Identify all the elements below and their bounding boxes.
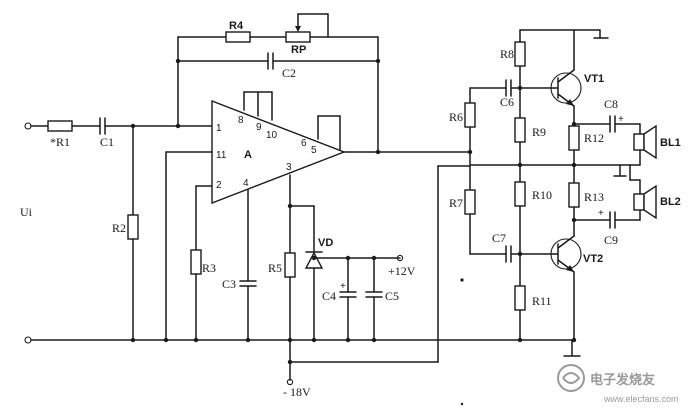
resistor-r3 [190, 249, 202, 275]
capacitor-c1-label: C1 [100, 135, 114, 149]
capacitor-c4-label: C4 [322, 289, 336, 303]
negative-supply-terminal [286, 378, 294, 386]
capacitor-c3-label: C3 [222, 277, 236, 291]
watermark: 电子发烧友 www.elecfans.com [557, 364, 679, 404]
input-terminal-top [24, 122, 32, 130]
resistor-r2 [127, 214, 139, 240]
resistor-r6 [464, 102, 476, 128]
opamp-pin-3: 3 [286, 162, 292, 173]
opamp-pin-11: 11 [216, 150, 227, 161]
transistor-vt1 [550, 72, 582, 104]
input-voltage-label: Ui [20, 205, 33, 219]
resistor-r1 [47, 120, 73, 132]
ground-rail [30, 165, 581, 365]
resistor-r4-label: R4 [229, 20, 244, 32]
power-filter: +12V + C4 C5 [311, 254, 416, 341]
zener-diode-vd-label: VD [318, 237, 333, 249]
resistor-r5 [284, 252, 296, 278]
opamp-pin-4: 4 [243, 178, 249, 189]
resistor-r4 [225, 31, 251, 43]
resistor-r12-label: R12 [584, 131, 604, 145]
resistor-r3-label: R3 [202, 261, 216, 275]
resistor-r7-label: R7 [449, 196, 463, 210]
resistor-r8-label: R8 [500, 47, 514, 61]
output-stage: R6 R7 C6 C7 R8 R9 R10 R11 [449, 29, 681, 343]
opamp-pin-5: 5 [311, 145, 317, 156]
resistor-r11 [514, 285, 526, 311]
resistor-r6-label: R6 [449, 110, 463, 124]
speaker-bl1 [633, 133, 645, 151]
resistor-r10 [514, 181, 526, 207]
speaker-bl1-label: BL1 [660, 137, 681, 149]
watermark-url: www.elecfans.com [603, 394, 679, 404]
resistor-r5-label: R5 [268, 261, 282, 275]
capacitor-c8-label: C8 [604, 97, 618, 111]
opamp-pin-6: 6 [301, 138, 307, 149]
potentiometer-rp [285, 31, 311, 43]
transistor-vt2 [550, 238, 582, 270]
opamp-pin-2: 2 [216, 180, 222, 191]
capacitor-c9-polarity: + [598, 208, 604, 219]
capacitor-c5-label: C5 [385, 289, 399, 303]
feedback-network: R4 RP C2 [175, 13, 381, 153]
transistor-vt1-label: VT1 [584, 73, 604, 85]
watermark-brand: 电子发烧友 [590, 372, 655, 388]
resistor-r7 [464, 189, 476, 215]
capacitor-c9-label: C9 [604, 233, 618, 247]
resistor-r12 [568, 125, 580, 151]
opamp-label: A [244, 149, 252, 161]
resistor-r11-label: R11 [532, 294, 552, 308]
speaker-bl2-label: BL2 [660, 196, 681, 208]
resistor-r2-label: R2 [112, 221, 126, 235]
transistor-vt2-label: VT2 [583, 253, 603, 265]
potentiometer-rp-label: RP [291, 44, 306, 56]
capacitor-c8-polarity: + [618, 114, 624, 125]
resistor-r1-label: *R1 [50, 135, 70, 149]
capacitor-c7-label: C7 [492, 231, 506, 245]
positive-supply-terminal [396, 254, 404, 262]
positive-supply-label: +12V [388, 264, 416, 278]
resistor-r8 [514, 41, 526, 67]
resistor-r9 [514, 117, 526, 143]
capacitor-c2-label: C2 [282, 66, 296, 80]
opamp-pin-8: 8 [238, 115, 244, 126]
input-terminal-bottom [24, 336, 32, 344]
opamp-pin-1: 1 [216, 123, 222, 134]
opamp-pin-9: 9 [256, 122, 262, 133]
input-section: Ui *R1 C1 R2 [20, 117, 221, 344]
resistor-r9-label: R9 [532, 125, 546, 139]
watermark-logo [557, 364, 585, 392]
resistor-r13-label: R13 [584, 190, 604, 204]
capacitor-c6-label: C6 [500, 95, 514, 109]
resistor-r13 [568, 182, 580, 208]
negative-supply-label: - 18V [283, 385, 311, 399]
opamp-a: A 1 2 3 4 5 6 8 9 10 11 R3 C3 [165, 91, 471, 399]
opamp-pin-10: 10 [266, 130, 278, 141]
capacitor-c4-polarity: + [340, 281, 346, 292]
speaker-bl2 [633, 193, 645, 211]
resistor-r10-label: R10 [532, 188, 552, 202]
